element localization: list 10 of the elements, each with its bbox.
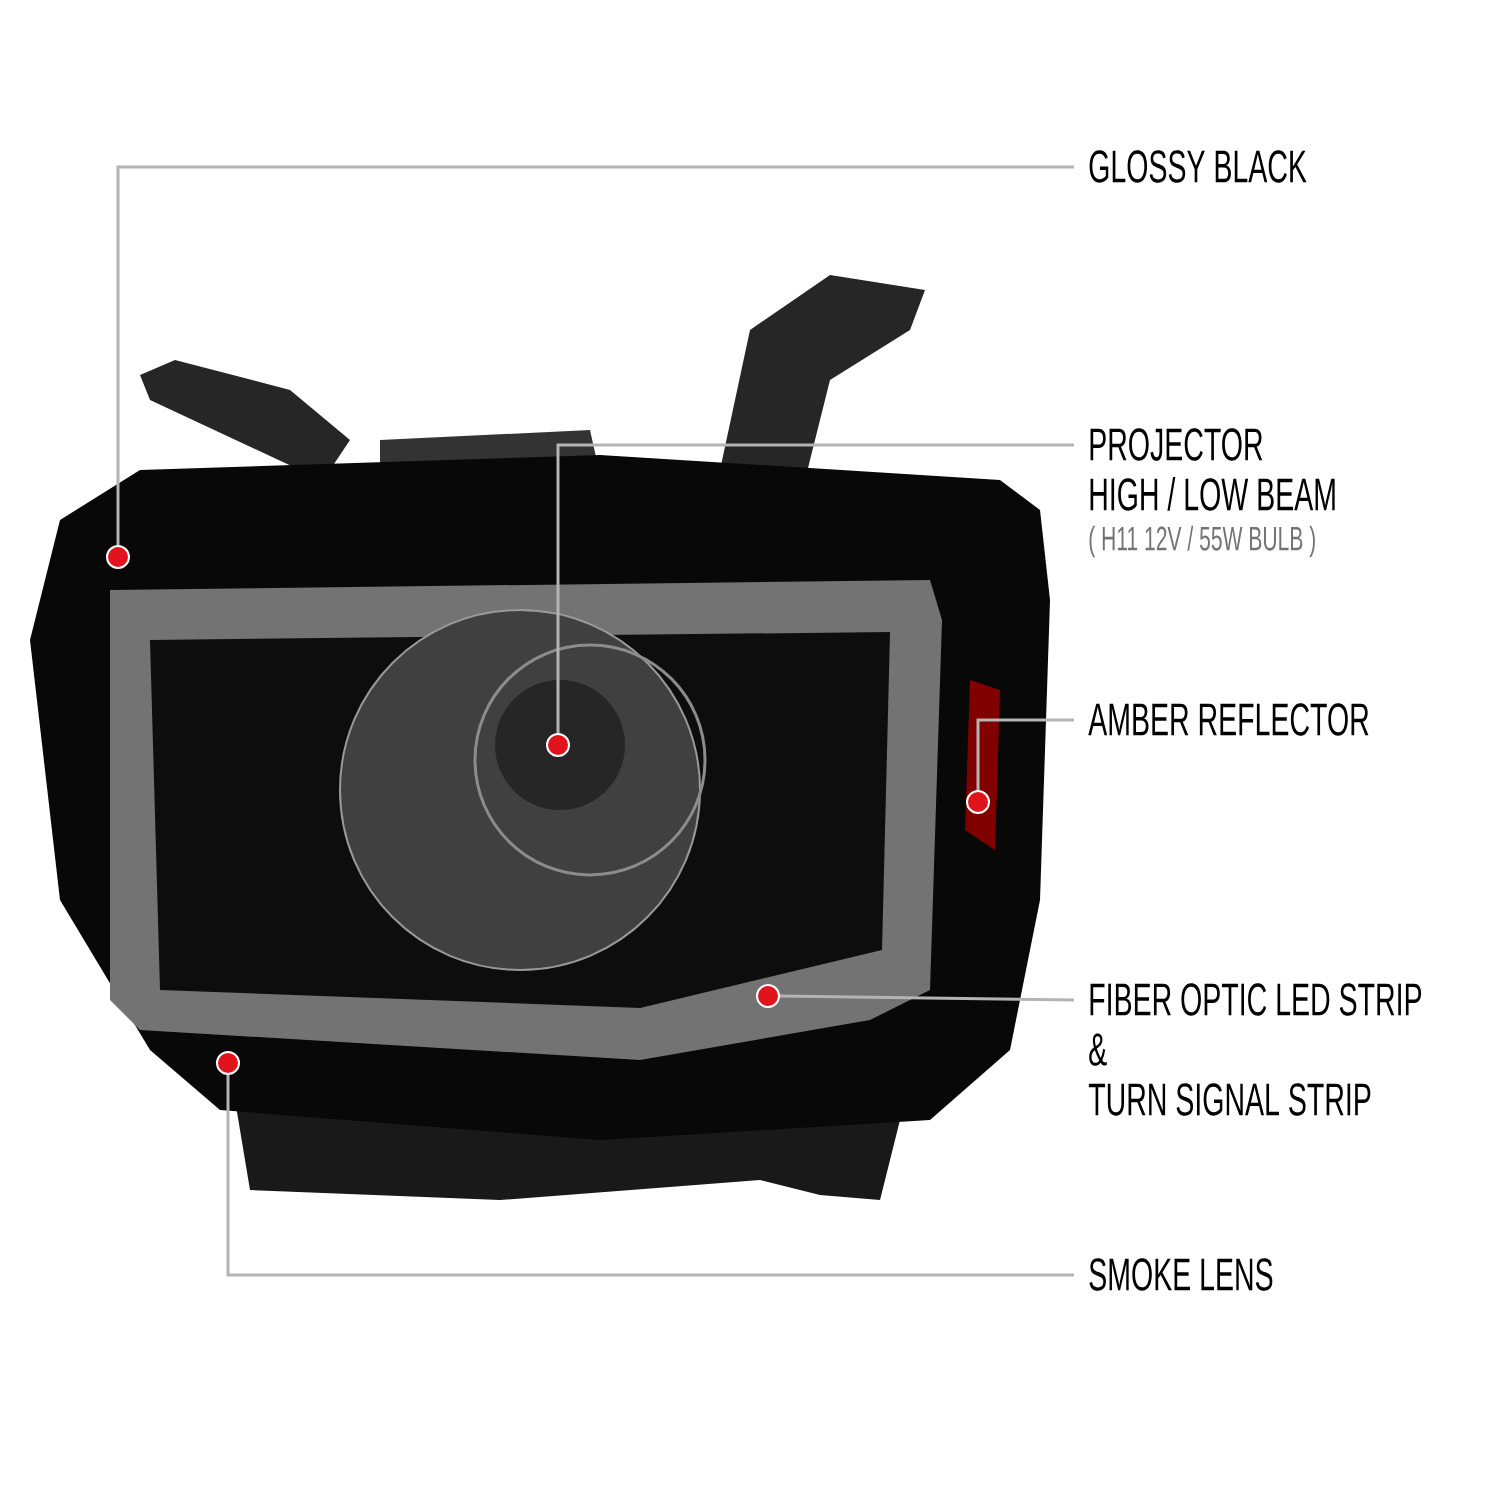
leader-line [556, 443, 1074, 733]
leader-line [116, 165, 1074, 545]
callout-label: PROJECTOR HIGH / LOW BEAM ( H11 12V / 55W BULB ) [1089, 428, 1335, 558]
callout-label: AMBER REFLECTOR [1088, 703, 1369, 736]
leader-line [976, 718, 1074, 790]
callout-label: GLOSSY BLACK [1089, 150, 1307, 183]
callout-label: FIBER OPTIC LED STRIP & TURN SIGNAL STRIP [1088, 983, 1422, 1116]
leader-line [226, 1075, 1074, 1277]
leader-line [780, 994, 1075, 1002]
callout-label: SMOKE LENS [1089, 1258, 1273, 1291]
